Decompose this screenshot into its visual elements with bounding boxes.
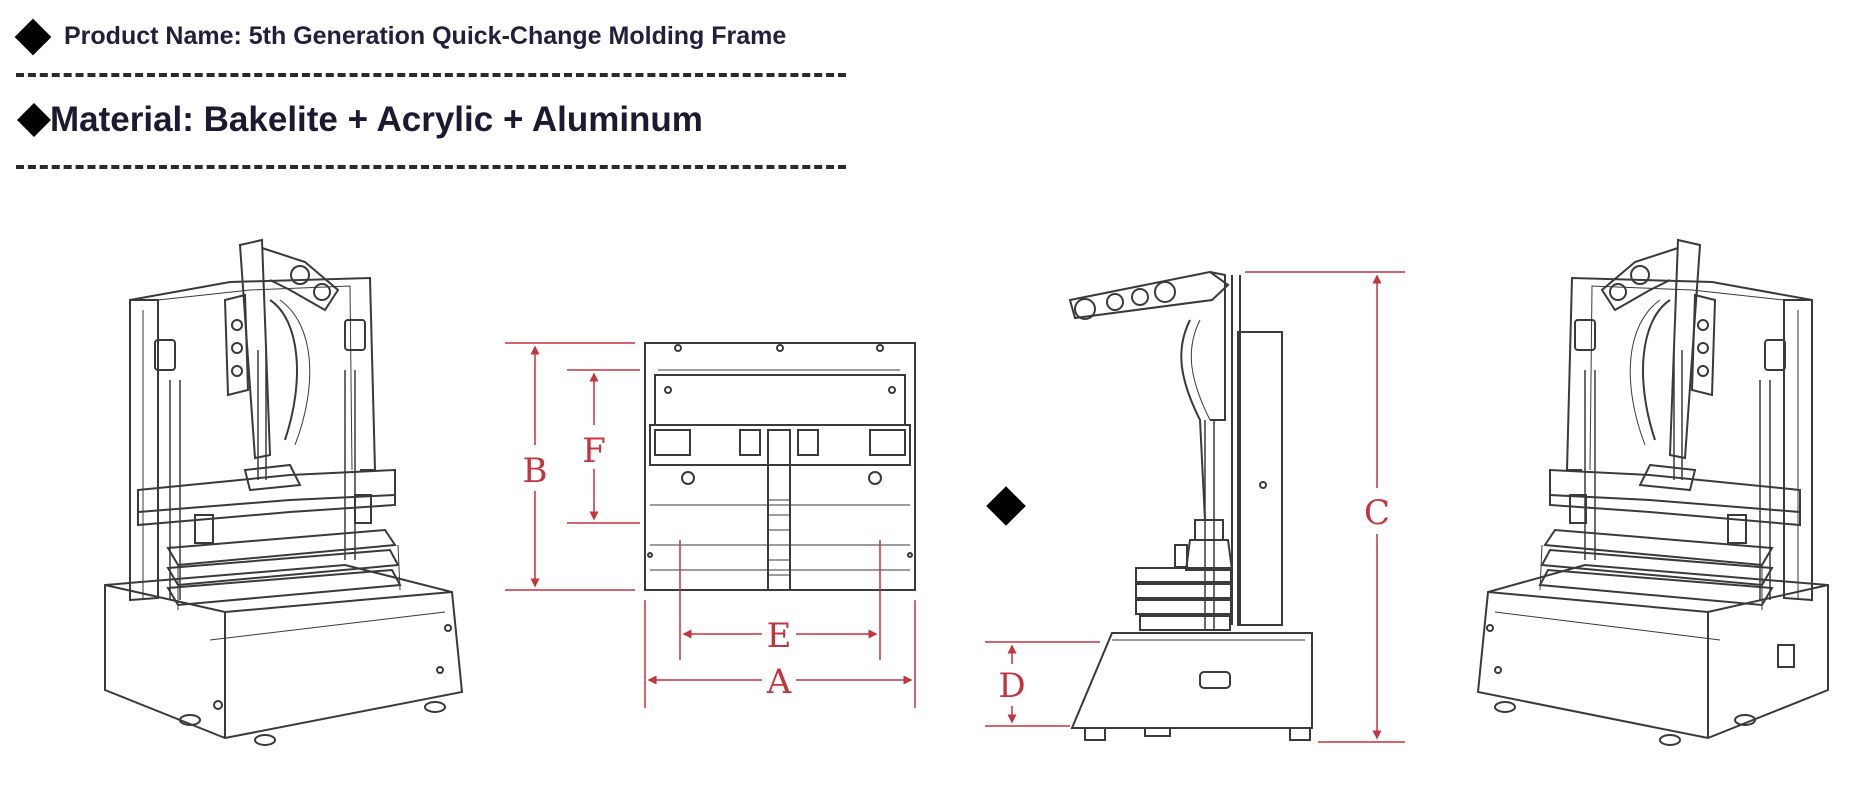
side-view-dimensions (985, 271, 1405, 743)
dimension-label-d: D (998, 666, 1025, 706)
dashed-divider (16, 165, 846, 169)
dashed-divider (16, 73, 846, 77)
front-view-dimensions (505, 342, 916, 708)
front-view (644, 342, 916, 591)
isometric-view-right (1476, 238, 1829, 746)
material-row: Material: Bakelite + Acrylic + Aluminum (16, 100, 703, 140)
dimension-label-e: E (767, 616, 792, 656)
product-name-text: Product Name: 5th Generation Quick-Chang… (64, 22, 787, 50)
dimension-label-c: C (1364, 493, 1390, 533)
dimension-label-b: B (523, 451, 548, 491)
material-text: Material: Bakelite + Acrylic + Aluminum (50, 100, 703, 139)
dimension-label-f: F (582, 431, 606, 471)
side-view (1068, 270, 1313, 741)
product-name-row: Product Name: 5th Generation Quick-Chang… (14, 18, 787, 55)
isometric-view-left (104, 238, 464, 746)
dimension-label-a: A (766, 662, 792, 702)
